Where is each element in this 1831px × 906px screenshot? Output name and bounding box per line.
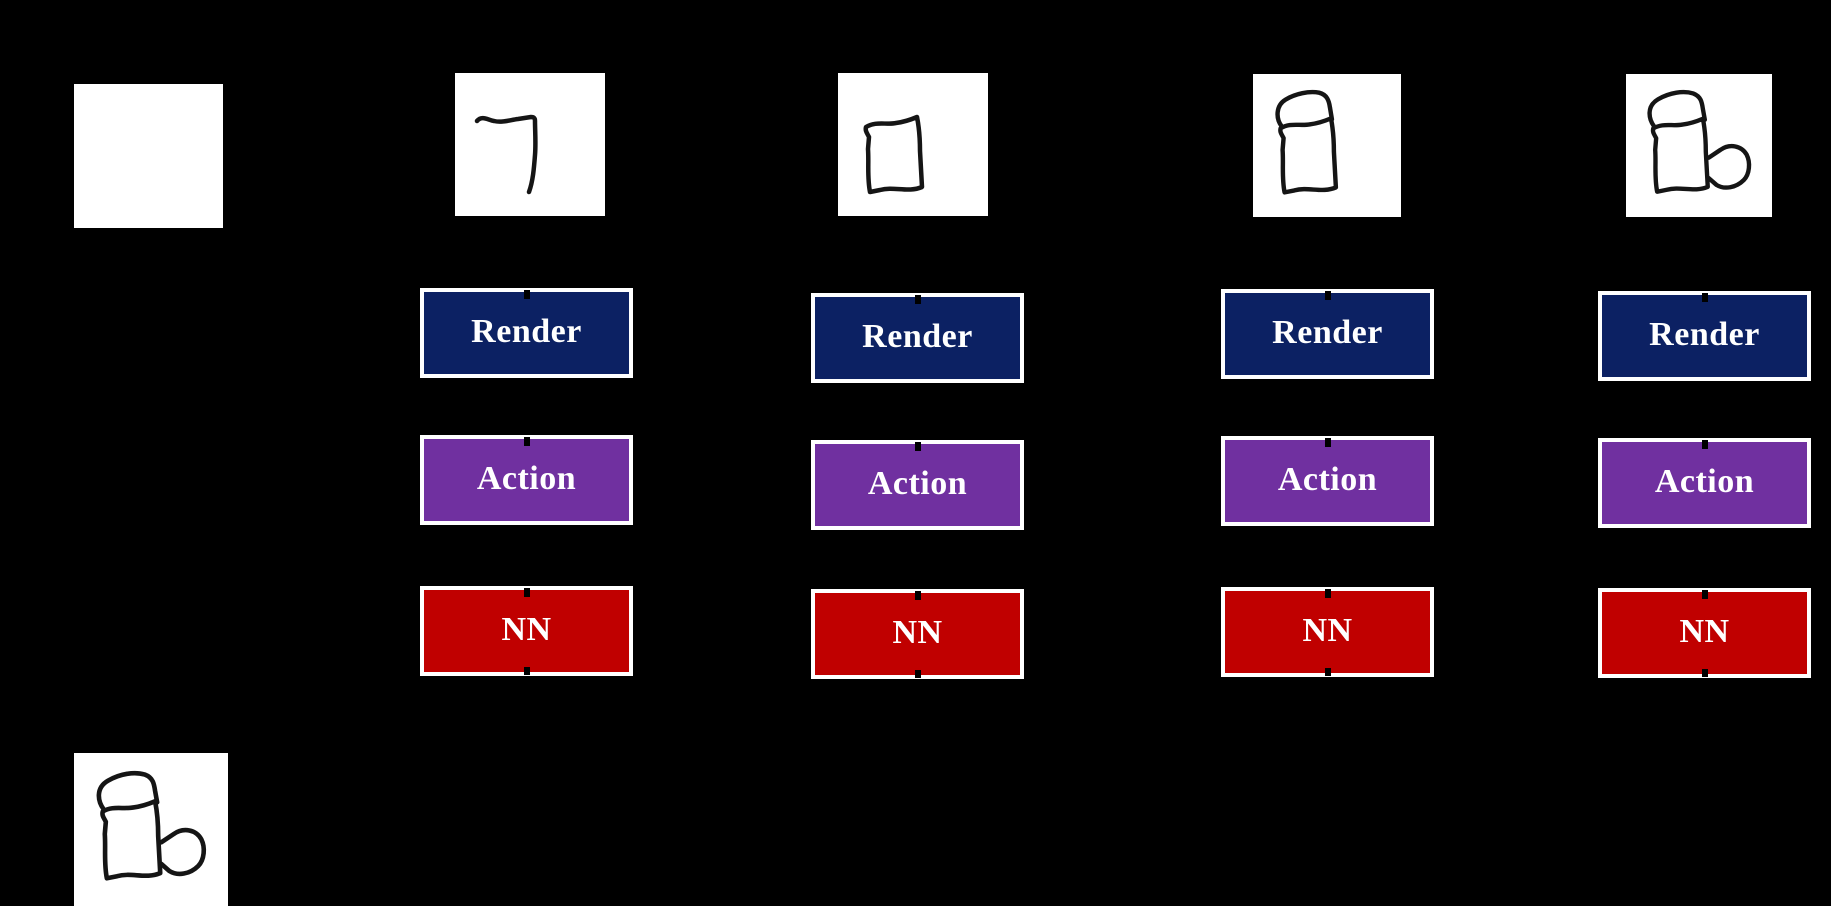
render-label: Render (862, 318, 973, 355)
render-label: Render (1272, 314, 1383, 351)
nn-box-4: NN (1598, 588, 1811, 678)
connector-stub (914, 295, 921, 304)
connector-stub (914, 670, 921, 678)
action-box-3: Action (1221, 436, 1434, 526)
canvas-step-1 (455, 73, 605, 216)
connector-stub (523, 437, 530, 446)
nn-label: NN (1679, 613, 1730, 650)
connector-stub (1324, 291, 1331, 300)
nn-box-1: NN (420, 586, 633, 676)
action-label: Action (1654, 463, 1755, 500)
nn-label: NN (501, 611, 552, 648)
connector-stub (914, 442, 921, 451)
complete-mug-sketch (1647, 89, 1752, 194)
target-mug-sketch (96, 770, 207, 881)
canvas-step-3 (1253, 74, 1401, 217)
connector-stub (523, 290, 530, 299)
render-box-1: Render (420, 288, 633, 378)
nn-box-2: NN (811, 589, 1024, 679)
nn-label: NN (1302, 612, 1353, 649)
action-box-2: Action (811, 440, 1024, 530)
canvas-blank (74, 84, 223, 228)
connector-stub (1701, 440, 1708, 449)
render-box-3: Render (1221, 289, 1434, 379)
first-stroke-sketch (474, 114, 538, 195)
nn-box-3: NN (1221, 587, 1434, 677)
action-label: Action (476, 460, 577, 497)
canvas-step-2 (838, 73, 988, 216)
action-label: Action (1277, 461, 1378, 498)
action-box-4: Action (1598, 438, 1811, 528)
nn-label: NN (892, 614, 943, 651)
connector-stub (523, 588, 530, 597)
canvas-step-4 (1626, 74, 1772, 217)
mug-body-sketch (863, 114, 925, 195)
render-box-4: Render (1598, 291, 1811, 381)
target-canvas (74, 753, 228, 906)
connector-stub (1701, 669, 1708, 677)
connector-stub (914, 591, 921, 600)
action-label: Action (867, 465, 968, 502)
render-label: Render (1649, 316, 1760, 353)
render-box-2: Render (811, 293, 1024, 383)
connector-stub (523, 667, 530, 675)
connector-stub (1701, 590, 1708, 599)
connector-stub (1324, 589, 1331, 598)
action-box-1: Action (420, 435, 633, 525)
mug-body-rim-sketch (1275, 89, 1339, 195)
render-label: Render (471, 313, 582, 350)
connector-stub (1324, 438, 1331, 447)
connector-stub (1324, 668, 1331, 676)
connector-stub (1701, 293, 1708, 302)
